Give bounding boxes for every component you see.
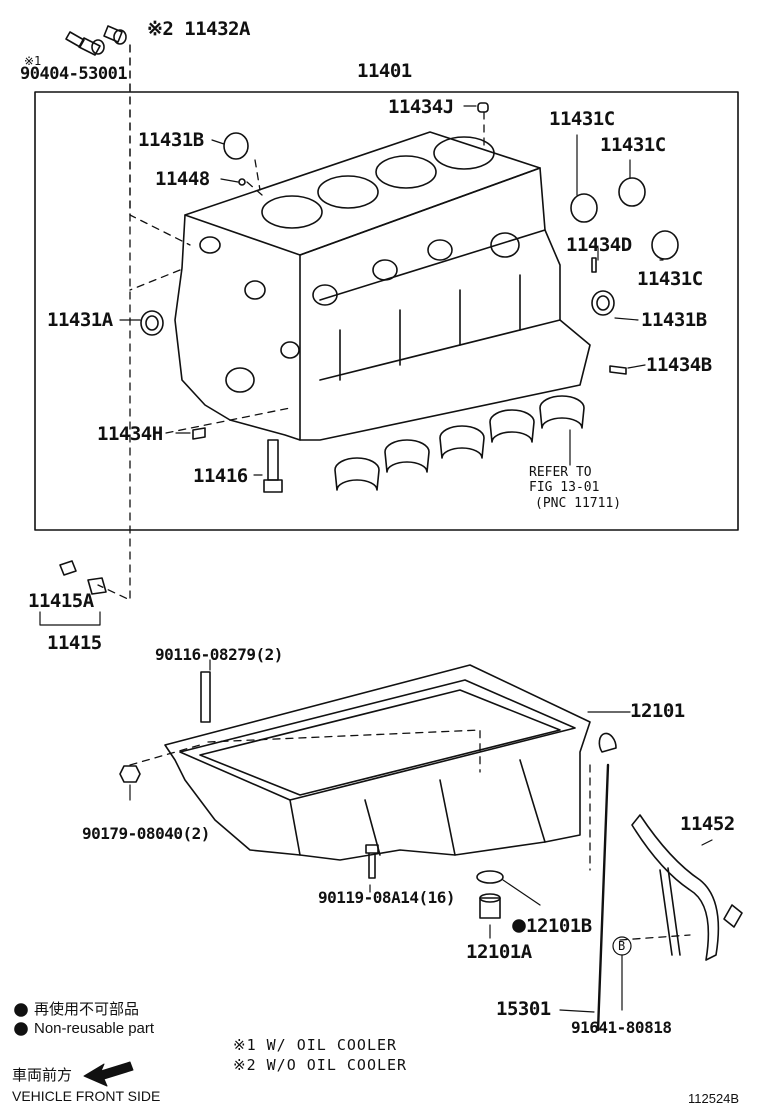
oil-cooler-mark-1: ※1 xyxy=(24,54,42,68)
part-90119-label: 90119-08A14(16) xyxy=(318,888,456,907)
nut-90179 xyxy=(119,765,141,783)
figure-id: 112524B xyxy=(688,1091,740,1106)
part-11416-label: 11416 xyxy=(193,465,248,487)
plug-11431B-top xyxy=(223,132,249,160)
pin-11448 xyxy=(238,178,246,186)
part-11431A-label: 11431A xyxy=(47,309,113,331)
dipstick-15301 xyxy=(559,732,617,1032)
part-91641-label: 91641-80818 xyxy=(571,1018,672,1037)
bolt-90119 xyxy=(365,844,379,879)
part-11431C-2-label: 11431C xyxy=(600,134,666,156)
note-with-oil-cooler: ※1 W/ OIL COOLER xyxy=(233,1036,398,1054)
part-15301-label: 15301 xyxy=(496,998,551,1020)
refer-line-1: REFER TO xyxy=(529,465,592,480)
part-12101-label: 12101 xyxy=(630,700,685,722)
part-12101B-label: 12101B xyxy=(526,915,592,937)
note-without-oil-cooler: ※2 W/O OIL COOLER xyxy=(233,1056,408,1074)
crank-bearings xyxy=(334,395,585,491)
plug-11432A xyxy=(103,25,127,45)
stud-90116 xyxy=(200,671,211,723)
part-11434H-label: 11434H xyxy=(97,423,163,445)
oil-cooler-union-11415 xyxy=(39,560,107,626)
part-11431B-right-label: 11431B xyxy=(641,309,707,331)
plugs-11431C xyxy=(570,177,679,260)
drain-plug-12101A xyxy=(479,893,501,919)
legend-non-reusable-jp: 再使用不可部品 xyxy=(34,1001,140,1018)
non-reusable-bullet-en xyxy=(14,1022,28,1036)
vehicle-front-arrow-icon xyxy=(83,1061,134,1087)
union-fitting-90404 xyxy=(65,31,105,56)
part-11431B-top-label: 11431B xyxy=(138,129,204,151)
part-11434J-label: 11434J xyxy=(388,96,454,118)
part-12101A-label: 12101A xyxy=(466,941,532,963)
non-reusable-bullet-12101B xyxy=(512,919,526,933)
part-11434B-label: 11434B xyxy=(646,354,712,376)
part-11415A-label: 11415A xyxy=(28,590,94,612)
legend-non-reusable-en: Non-reusable part xyxy=(34,1020,155,1037)
part-11448-label: 11448 xyxy=(155,168,210,190)
part-11431C-1-label: 11431C xyxy=(549,108,615,130)
pin-11434D xyxy=(591,257,597,273)
part-11431C-3-label: 11431C xyxy=(637,268,703,290)
seal-11431B-right xyxy=(591,290,615,316)
part-90116-label: 90116-08279(2) xyxy=(155,645,283,664)
pin-11434J xyxy=(477,102,489,113)
dipstick-guide-11452 xyxy=(631,814,743,961)
vehicle-front-en: VEHICLE FRONT SIDE xyxy=(12,1088,161,1104)
part-11452-label: 11452 xyxy=(680,813,735,835)
oil-pan-12101 xyxy=(164,664,591,861)
part-11415-label: 11415 xyxy=(47,632,102,654)
seal-11431A xyxy=(140,310,164,336)
cylinder-block xyxy=(174,131,591,441)
callout-b-label: B xyxy=(618,939,626,953)
part-90179-label: 90179-08040(2) xyxy=(82,824,210,843)
pin-11434B xyxy=(609,365,627,375)
callout-b-circle xyxy=(612,936,632,1011)
engine-block-frame xyxy=(34,91,739,531)
pin-11434H xyxy=(192,427,206,440)
non-reusable-bullet-jp xyxy=(14,1003,28,1017)
refer-line-2: FIG 13-01 xyxy=(529,480,600,495)
vehicle-front-jp: 車両前方 xyxy=(12,1067,73,1084)
refer-line-3: (PNC 11711) xyxy=(535,496,622,511)
part-11401-label: 11401 xyxy=(357,60,412,82)
part-11432A-label: ※2 11432A xyxy=(147,18,250,40)
gasket-12101B xyxy=(476,870,504,884)
bolt-11416 xyxy=(263,439,283,493)
part-90404-label: 90404-53001 xyxy=(20,64,128,84)
part-11434D-label: 11434D xyxy=(566,234,632,256)
